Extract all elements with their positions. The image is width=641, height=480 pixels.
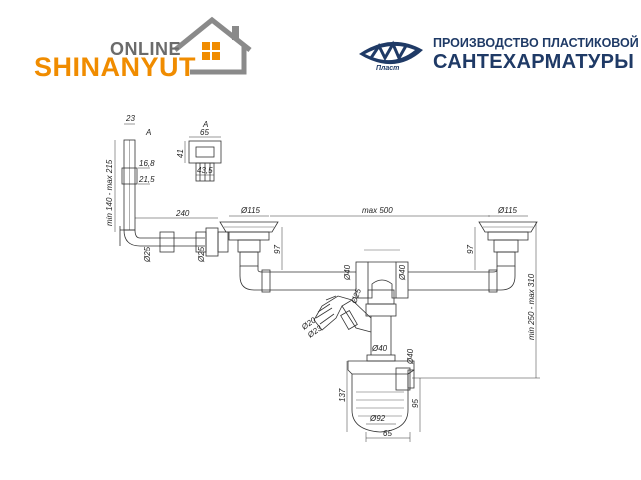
bottle-trap bbox=[347, 360, 415, 433]
manufacturer-logo-icon bbox=[359, 40, 423, 65]
shop-online-label: ONLINE bbox=[110, 39, 182, 59]
dim-d115-left: Ø115 bbox=[240, 206, 261, 215]
right-branch bbox=[408, 239, 519, 293]
dim-d40-b: Ø40 bbox=[398, 264, 407, 281]
dim-max-500: max 500 bbox=[362, 206, 393, 215]
house-logo-icon bbox=[173, 16, 252, 75]
dim-23: 23 bbox=[125, 114, 135, 123]
dim-137: 137 bbox=[338, 388, 347, 402]
dim-range-250-310: min 250 - max 310 bbox=[527, 273, 536, 340]
manufacturer-tagline-1: ПРОИЗВОДСТВО ПЛАСТИКОВОЙ bbox=[433, 36, 639, 50]
dim-d40-d: Ø40 bbox=[406, 348, 415, 365]
dim-d25-mid: Ø25 bbox=[197, 246, 206, 263]
dim-97-right: 97 bbox=[466, 245, 475, 254]
manufacturer-logo-sub: Пласт bbox=[376, 65, 400, 72]
dim-41: 41 bbox=[176, 149, 185, 158]
overflow-pipe bbox=[140, 227, 229, 257]
dim-d25-left: Ø25 bbox=[143, 246, 152, 263]
dim-detail-a: A bbox=[202, 120, 208, 129]
dim-16-8: 16,8 bbox=[139, 159, 155, 168]
hose-connector bbox=[313, 295, 372, 333]
overflow-detail-a bbox=[188, 140, 222, 182]
dim-d40-a: Ø40 bbox=[343, 264, 352, 281]
dim-d115-right: Ø115 bbox=[497, 206, 518, 215]
right-strainer bbox=[478, 221, 538, 241]
dim-d40-c: Ø40 bbox=[371, 344, 388, 353]
dim-240: 240 bbox=[175, 209, 190, 218]
dim-d92: Ø92 bbox=[369, 414, 386, 423]
dimension-lines bbox=[114, 123, 540, 442]
left-branch bbox=[237, 239, 356, 293]
dim-43-5: 43,5 bbox=[197, 166, 213, 175]
shop-name: SHINANYUT bbox=[34, 52, 197, 82]
dim-65-bottom: 65 bbox=[383, 429, 392, 438]
left-strainer bbox=[219, 221, 279, 241]
dim-range-140-215: min 140 - max 215 bbox=[105, 159, 114, 226]
overflow-tube bbox=[119, 139, 141, 247]
dim-view-a: A bbox=[145, 128, 151, 137]
dim-21-5: 21,5 bbox=[138, 175, 155, 184]
dimension-labels: 23 A 16,8 21,5 min 140 - max 215 A 65 41… bbox=[105, 114, 536, 438]
dim-95: 95 bbox=[411, 399, 420, 408]
manufacturer-tagline-2: САНТЕХАРМАТУРЫ bbox=[433, 51, 635, 73]
dim-97-left: 97 bbox=[273, 245, 282, 254]
dim-65-top: 65 bbox=[200, 128, 209, 137]
